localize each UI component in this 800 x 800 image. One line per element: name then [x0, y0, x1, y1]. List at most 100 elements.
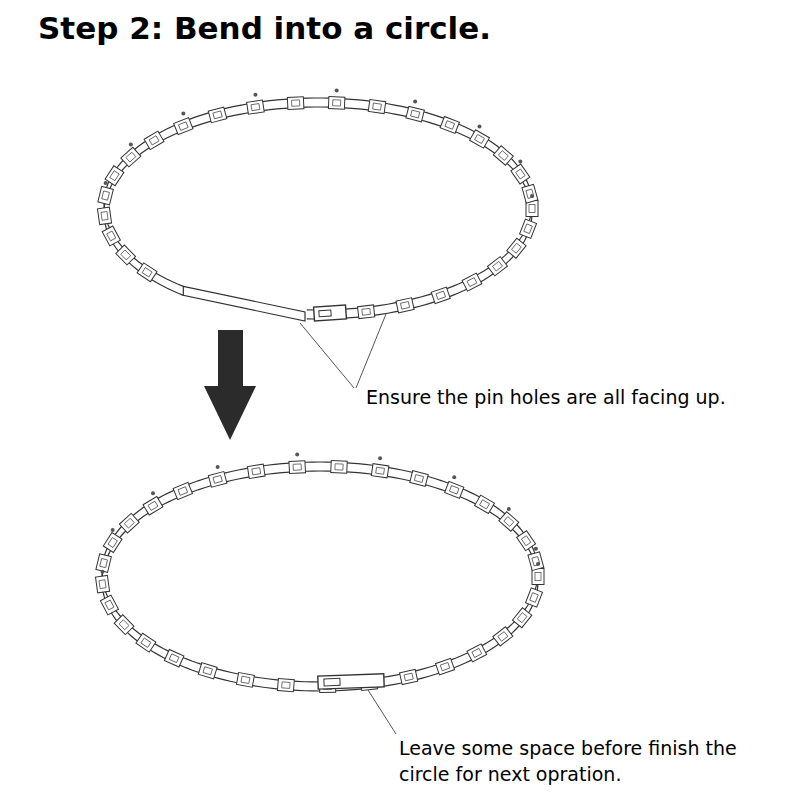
pin-hole	[436, 291, 446, 299]
link-plate	[100, 595, 118, 615]
pin-hole	[251, 104, 260, 111]
pin-hole	[498, 632, 508, 642]
down-arrow	[204, 330, 256, 440]
pin-hole	[517, 613, 527, 623]
band-link	[236, 673, 254, 688]
pin-dot	[452, 475, 456, 479]
pin-dot	[151, 491, 155, 495]
link-plate	[406, 106, 424, 122]
link-plate	[97, 207, 111, 225]
band-link	[400, 669, 418, 684]
band-link	[143, 497, 163, 516]
link-plate	[144, 131, 164, 149]
buckle-slot	[324, 678, 340, 686]
pin-hole	[291, 100, 299, 106]
band-link	[493, 627, 513, 646]
pin-hole	[449, 486, 459, 495]
pin-hole	[102, 191, 110, 200]
pin-hole	[124, 518, 134, 528]
open-bracelet	[97, 88, 538, 321]
pin-hole	[472, 648, 482, 657]
pin-hole	[105, 600, 114, 610]
link-plate	[520, 219, 537, 238]
link-plate	[487, 257, 507, 276]
link-plate	[511, 164, 530, 184]
pin-hole	[107, 231, 116, 241]
pin-dot	[413, 100, 417, 104]
pin-hole	[492, 261, 502, 271]
link-plate	[358, 305, 375, 319]
band-link	[137, 263, 157, 282]
leader-line	[368, 690, 396, 734]
pin-hole	[203, 667, 212, 675]
pin-hole	[110, 171, 119, 181]
pin-hole	[241, 676, 250, 683]
link-plate	[96, 554, 111, 572]
band-link	[100, 595, 118, 615]
pin-dot	[129, 143, 133, 147]
pin-dot	[530, 194, 534, 198]
callout-note: Leave some space before finish the circl…	[399, 735, 791, 787]
pin-dot	[101, 570, 105, 574]
band-link	[470, 130, 490, 148]
pin-hole	[530, 593, 538, 603]
pin-hole	[504, 517, 514, 527]
band-link	[532, 569, 544, 585]
pin-hole	[99, 580, 106, 589]
pin-dot	[295, 453, 299, 457]
band-link	[431, 287, 450, 304]
pin-hole	[100, 558, 108, 567]
link-plate	[289, 461, 306, 474]
pin-hole	[252, 468, 261, 475]
link-plate	[164, 649, 184, 667]
pin-hole	[526, 189, 534, 198]
pin-hole	[512, 243, 522, 253]
pin-dot	[478, 124, 482, 128]
plain-strap	[183, 286, 305, 321]
band-link	[174, 118, 193, 135]
link-plate	[431, 287, 450, 304]
band-link	[396, 298, 414, 313]
link-plate	[208, 107, 227, 123]
band-link	[136, 633, 156, 652]
band-link	[121, 147, 141, 167]
band-link	[102, 226, 120, 246]
band-link	[440, 116, 459, 133]
link-plate	[475, 495, 495, 513]
band-link	[289, 461, 306, 474]
pin-dot	[507, 507, 511, 511]
pin-hole	[178, 122, 188, 131]
link-plate	[198, 663, 217, 679]
link-plate	[512, 608, 531, 628]
link-plate	[331, 461, 348, 474]
band-link	[406, 106, 424, 122]
link-plate	[371, 464, 389, 478]
pin-hole	[362, 308, 371, 315]
link-plate	[95, 575, 109, 592]
pin-hole	[335, 464, 343, 470]
band-link	[410, 471, 428, 487]
band-link	[97, 207, 111, 225]
link-plate	[522, 184, 538, 203]
pin-hole	[126, 152, 136, 162]
band-link	[287, 97, 304, 110]
link-plate	[236, 673, 254, 688]
pin-hole	[498, 151, 508, 161]
pin-hole	[373, 103, 382, 110]
pin-hole	[119, 620, 129, 630]
link-plate	[462, 273, 482, 291]
band-link	[499, 512, 519, 532]
pin-dot	[378, 456, 382, 460]
pin-hole	[475, 134, 485, 143]
pin-hole	[521, 536, 530, 546]
band-link	[198, 663, 217, 679]
band-link	[247, 100, 265, 114]
link-plate	[247, 100, 265, 114]
buckle	[314, 305, 347, 321]
pin-hole	[467, 278, 477, 287]
pin-hole	[404, 673, 413, 681]
link-plate	[528, 552, 544, 571]
link-plate	[435, 658, 454, 675]
pin-dot	[216, 465, 220, 469]
link-plate	[121, 147, 141, 167]
